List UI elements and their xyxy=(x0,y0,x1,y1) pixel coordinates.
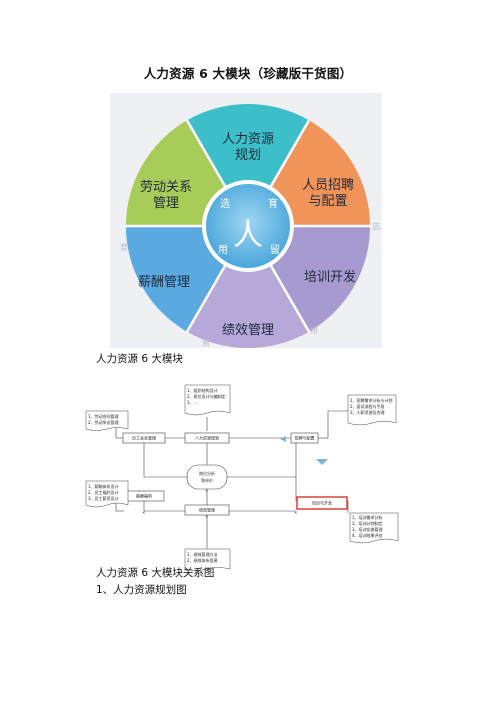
node-job-analysis xyxy=(186,464,228,490)
doc-salary-line2: 2、员工福利设计 xyxy=(88,489,119,495)
node-recruit-label: 招聘与配置 xyxy=(295,435,315,441)
label-recruit-2: 与配置 xyxy=(308,194,347,209)
node-labor-label: 员工关系管理 xyxy=(132,435,156,441)
doc-training-line2: 2、培训计划制定 xyxy=(352,520,383,526)
doc-plan-top xyxy=(184,384,231,416)
doc-plan-top-line2: 2、岗位设计与编制定 xyxy=(187,393,226,399)
doc-training-right xyxy=(349,512,399,544)
doc-perf-bottom xyxy=(184,548,231,571)
outer-char-3: 用 xyxy=(310,326,318,335)
down-arrow-marker xyxy=(316,459,328,465)
node-training-highlighted xyxy=(296,496,348,510)
hr-modules-wheel-figure: 人 选 育 用 留 人力资源 规划 人员招聘 与配置 培训开发 绩效管理 薪酬管… xyxy=(110,93,382,348)
doc-perf-line1: 1、绩效管理方法 xyxy=(187,551,218,557)
node-performance-label: 绩效管理 xyxy=(199,507,215,513)
doc-recruit-line1: 1、招聘需求分析与计划 xyxy=(350,397,393,403)
doc-labor-line1: 1、劳动合同管理 xyxy=(88,413,119,419)
node-training-label: 培训与开发 xyxy=(312,500,332,506)
outer-char-1: 选 xyxy=(372,221,380,231)
label-labor-2: 管理 xyxy=(153,196,179,211)
doc-perf-line2: 2、绩效体系搭建 xyxy=(187,557,218,563)
relationship-flowchart: ✕✕ ✕✕ ✕✕ ✕✕ 人力资源规划 招聘与配置 员工关系管理 岗位分析 和评价… xyxy=(85,384,399,571)
node-salary-label: 薪酬福利 xyxy=(136,493,152,499)
doc-recruit-line3: 3、人职资源及合理 xyxy=(350,409,385,415)
hr-modules-relationship-figure: ✕✕ ✕✕ ✕✕ ✕✕ 人力资源规划 招聘与配置 员工关系管理 岗位分析 和评价… xyxy=(66,381,422,573)
svg-text:✕: ✕ xyxy=(294,510,297,515)
section-heading-planning: 1、人力资源规划图 xyxy=(96,584,187,596)
caption-wheel: 人力资源 6 大模块 xyxy=(96,353,183,365)
label-labor-1: 劳动关系 xyxy=(140,179,192,195)
label-salary: 薪酬管理 xyxy=(138,275,190,290)
svg-text:✕: ✕ xyxy=(205,514,208,519)
center-word-select: 选 xyxy=(220,197,230,210)
label-training: 培训开发 xyxy=(304,269,356,285)
hr-wheel: 人 选 育 用 留 人力资源 规划 人员招聘 与配置 培训开发 绩效管理 薪酬管… xyxy=(120,103,380,348)
node-planning xyxy=(184,432,230,444)
doc-labor-line2: 2、劳动争议管理 xyxy=(88,419,119,425)
label-planning-2: 规划 xyxy=(235,148,261,163)
doc-salary-line1: 1、薪酬体系设计 xyxy=(88,483,119,489)
center-circle xyxy=(206,184,290,268)
doc-plan-top-line3: 3、... xyxy=(187,400,197,405)
node-recruit xyxy=(290,432,319,444)
center-symbol: 人 xyxy=(233,218,263,253)
center-word-use: 用 xyxy=(218,245,228,256)
node-labor xyxy=(122,432,166,444)
segment-performance xyxy=(187,226,309,348)
left-arrow-marker xyxy=(280,436,286,442)
doc-training-line3: 3、培训实施管理 xyxy=(352,526,383,532)
center-word-retain: 留 xyxy=(270,243,280,256)
node-job-label: 岗位分析 xyxy=(199,470,215,476)
label-recruit-1: 人员招聘 xyxy=(302,178,354,193)
doc-plan-top-line1: 1、组织结构设计 xyxy=(187,387,218,393)
svg-text:✕: ✕ xyxy=(142,510,145,515)
center-word-develop: 育 xyxy=(268,197,278,210)
page-title: 人力资源 6 大模块（珍藏版干货图） xyxy=(143,66,353,81)
doc-salary-line3: 3、员工薪资设计 xyxy=(88,495,119,501)
doc-labor-left xyxy=(85,410,129,431)
node-planning-label: 人力资源规划 xyxy=(195,435,219,441)
label-planning-1: 人力资源 xyxy=(222,132,274,147)
svg-text:✕: ✕ xyxy=(205,488,208,493)
doc-training-line1: 1、培训需求分析 xyxy=(352,514,383,520)
outer-char-4: 留 xyxy=(202,337,210,347)
doc-training-line4: 4、培训效果评估 xyxy=(352,532,383,538)
outer-char-2: 育 xyxy=(120,242,128,252)
doc-salary-left xyxy=(85,480,129,508)
doc-recruit-right xyxy=(347,394,397,426)
doc-recruit-line2: 2、面试流程与手段 xyxy=(350,403,385,409)
segment-planning xyxy=(187,103,309,226)
node-job-label-2: 和评价 xyxy=(201,477,213,483)
label-performance: 绩效管理 xyxy=(222,323,274,338)
node-performance xyxy=(184,504,230,516)
caption-relationship: 人力资源 6 大模块关系图 xyxy=(96,567,215,579)
